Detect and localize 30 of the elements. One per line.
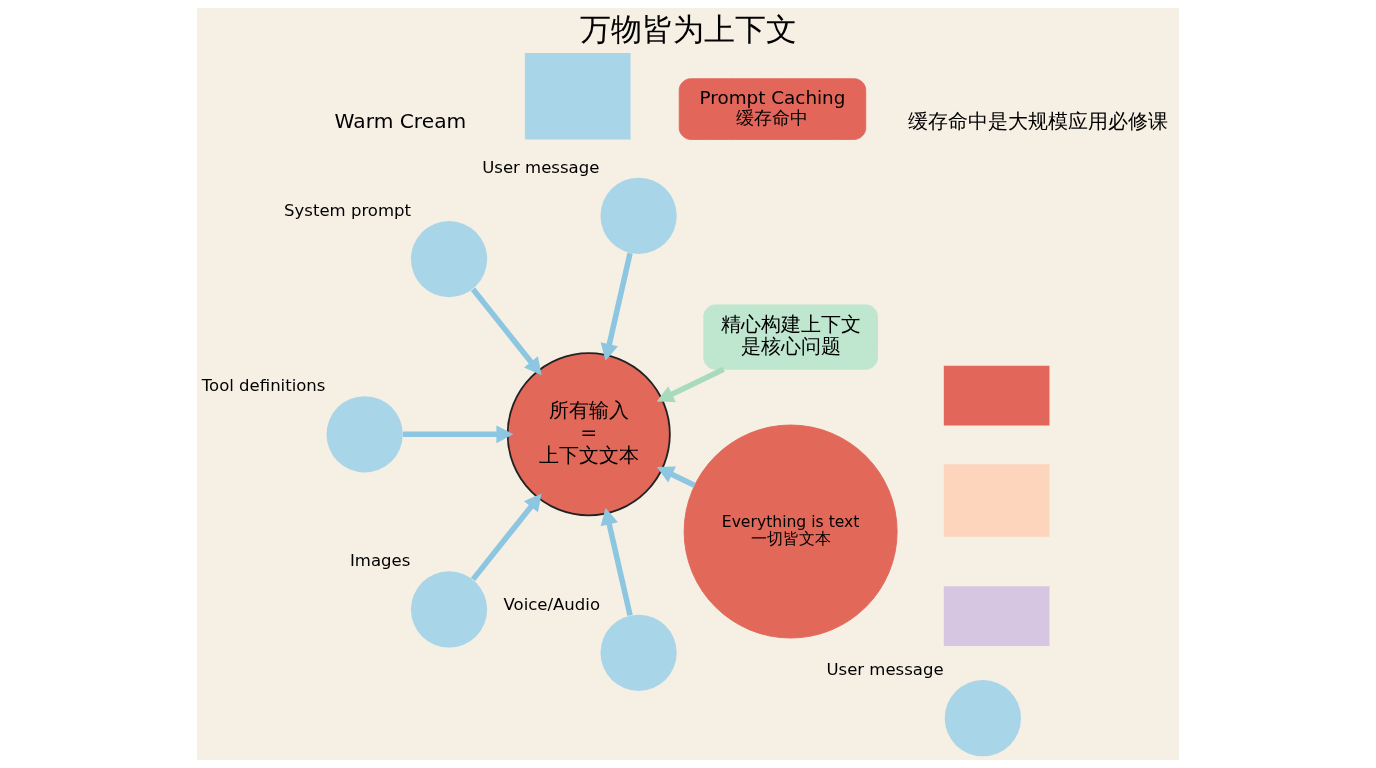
node-label: Images — [349, 551, 411, 571]
node-circle — [600, 177, 677, 254]
node-label: System prompt — [284, 200, 411, 220]
label: 缓存命中是大规模应用必修课 — [907, 109, 1168, 134]
arrow — [656, 366, 725, 403]
node-circle — [326, 396, 403, 473]
node-label: User message — [482, 157, 600, 177]
node-box: Prompt Caching 缓存命中 — [678, 78, 867, 140]
node-bar — [524, 53, 631, 140]
arrow — [600, 507, 633, 617]
arrow — [656, 466, 696, 488]
arrow — [600, 252, 633, 361]
node-circle: 所有输入 = 上下文文本 — [506, 352, 671, 517]
arrow — [402, 425, 514, 444]
node-circle — [410, 221, 488, 298]
node-circle — [600, 614, 677, 691]
node-bar — [943, 464, 1050, 537]
arrow — [470, 287, 542, 376]
node-box: 精心构建上下文是核心问题 — [703, 304, 878, 370]
diagram-title: 万物皆为上下文 — [579, 11, 797, 48]
arrow — [470, 493, 542, 582]
label: Warm Cream — [334, 109, 467, 134]
node-label: Voice/Audio — [503, 594, 601, 614]
node-label: Tool definitions — [201, 376, 326, 396]
node-circle — [944, 680, 1021, 757]
node-bar — [943, 365, 1050, 426]
node-circle: Everything is text 一切皆文本 — [683, 424, 898, 639]
node-label: User message — [826, 659, 944, 679]
node-bar — [943, 586, 1050, 647]
node-circle — [410, 571, 488, 648]
